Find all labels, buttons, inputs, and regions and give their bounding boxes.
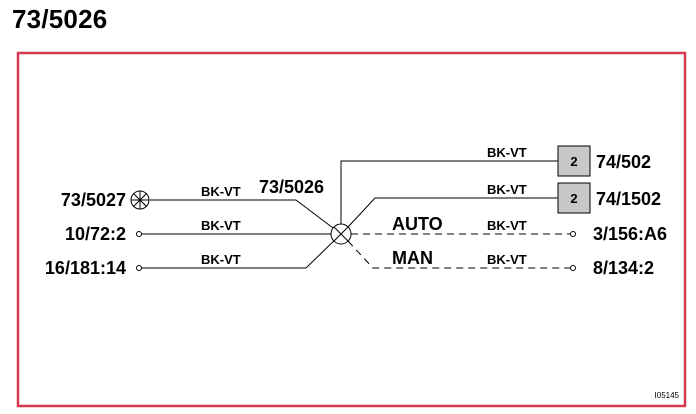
left-node-label-1: 73/5027 [61,190,126,210]
connector-box-2 [557,182,591,214]
wire-color-right-2: BK-VT [487,182,527,197]
connector-pin-1: 2 [570,154,577,169]
mode-label-man: MAN [392,248,433,268]
wire-color-man: BK-VT [487,252,527,267]
splice-icon [330,223,352,245]
lamp-icon [130,190,150,210]
terminal-circle-icon [570,265,576,271]
wire-right-1 [340,160,558,224]
wire-color-left-3: BK-VT [201,252,241,267]
connector-label-1: 74/502 [596,152,651,172]
left-node-label-2: 10/72:2 [65,224,126,244]
connector-pin-2: 2 [570,191,577,206]
wire-color-left-2: BK-VT [201,218,241,233]
page-title: 73/5026 [12,4,108,34]
terminal-circle-icon [136,265,142,271]
terminal-circle-icon [570,231,576,237]
switched-label-auto: 3/156:A6 [593,224,667,244]
splice-label: 73/5026 [259,177,324,197]
wire-right-2 [347,197,558,228]
connector-label-2: 74/1502 [596,189,661,209]
wire-man [347,240,570,269]
connector-box-1 [557,145,591,177]
reference-code: I05145 [655,391,680,400]
wire-color-right-1: BK-VT [487,145,527,160]
switched-label-man: 8/134:2 [593,258,654,278]
diagram-frame [16,51,687,408]
wire-color-auto: BK-VT [487,218,527,233]
mode-label-auto: AUTO [392,214,443,234]
left-node-label-3: 16/181:14 [45,258,126,278]
wire-color-left-1: BK-VT [201,184,241,199]
terminal-circle-icon [136,231,142,237]
